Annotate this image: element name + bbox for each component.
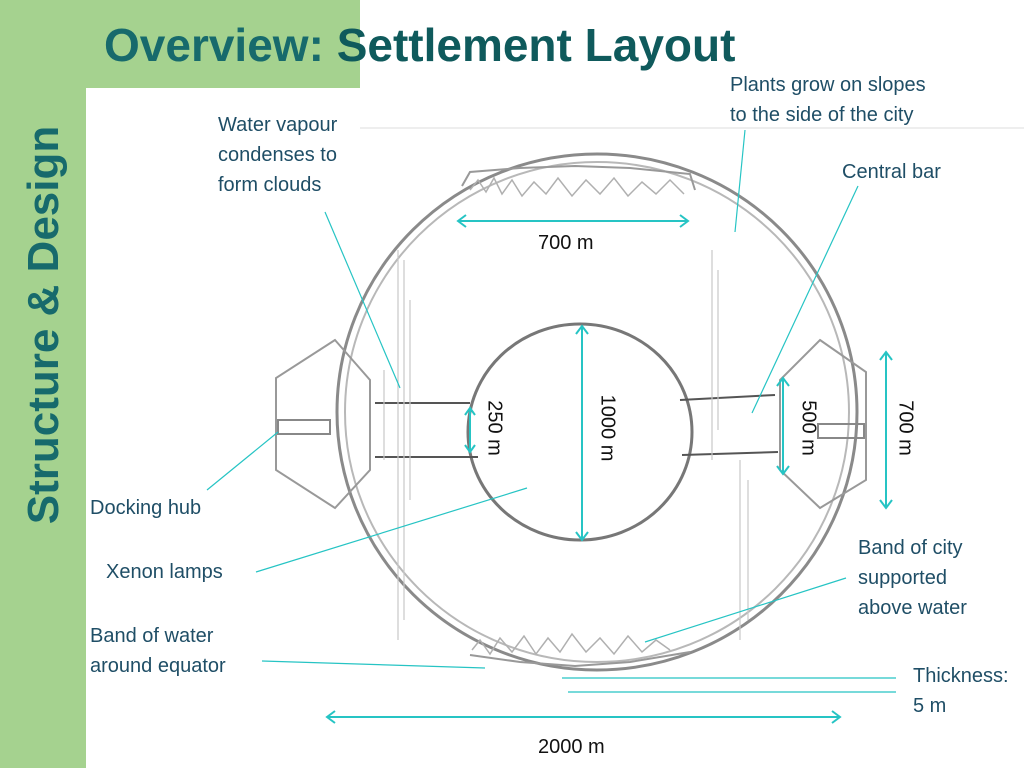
label-band-of-city: Band of city supported above water — [858, 537, 967, 619]
measurement-arrows — [325, 214, 893, 724]
top-city-band — [461, 164, 696, 191]
measure-right-inner: 500 m — [797, 400, 820, 456]
outer-shell-inner — [344, 161, 850, 663]
measure-top-width: 700 m — [538, 232, 594, 254]
title-main: Settlement Layout — [336, 19, 736, 71]
docking-hub-left-slot — [277, 419, 331, 435]
page-title: Overview: Settlement Layout — [104, 18, 735, 72]
leader-band-of-city — [644, 577, 847, 643]
docking-hub-right-slot — [817, 423, 865, 439]
label-central-bar: Central bar — [842, 161, 941, 183]
outer-shell — [335, 152, 859, 672]
leader-central-bar — [751, 185, 859, 414]
inner-sphere — [466, 322, 694, 542]
central-bar-right-top — [679, 394, 776, 401]
docking-hub-right — [779, 338, 867, 510]
label-thickness: Thickness: 5 m — [913, 665, 1009, 717]
bottom-city-sketch — [471, 632, 671, 656]
settlement-sketch — [275, 152, 867, 672]
annotation-lines — [206, 129, 896, 693]
measure-inner-diameter: 1000 m — [596, 394, 619, 462]
leader-band-of-water — [261, 660, 486, 669]
leader-water-vapour — [324, 211, 401, 389]
top-city-sketch — [469, 176, 685, 198]
content-area — [86, 88, 1024, 768]
label-xenon-lamps: Xenon lamps — [106, 561, 223, 583]
central-bar-right-bottom — [681, 451, 779, 456]
sidebar — [0, 0, 86, 768]
measure-total-width: 2000 m — [538, 736, 605, 758]
measure-bar-gap: 250 m — [483, 400, 506, 456]
title-bar-background — [86, 0, 360, 88]
label-plants: Plants grow on slopes to the side of the… — [730, 74, 926, 126]
title-prefix: Overview: — [104, 19, 324, 71]
leader-xenon-lamps — [255, 487, 528, 573]
label-band-of-water: Band of water around equator — [90, 625, 226, 677]
vapour-streaks — [383, 250, 749, 640]
docking-hub-left — [275, 338, 371, 510]
leader-docking-hub — [206, 431, 279, 491]
label-docking-hub: Docking hub — [90, 497, 202, 519]
bottom-city-band — [469, 651, 691, 668]
measure-right-outer: 700 m — [894, 400, 917, 456]
leader-plants — [734, 129, 746, 233]
label-water-vapour: Water vapour condenses to form clouds — [218, 114, 338, 196]
